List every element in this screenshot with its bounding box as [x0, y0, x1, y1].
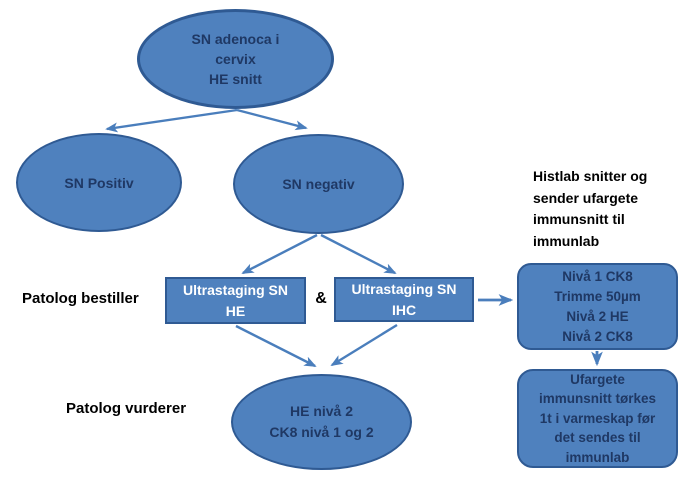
node-he-niva2: HE nivå 2 CK8 nivå 1 og 2 [231, 374, 412, 470]
node-text-line: det sendes til [554, 430, 641, 446]
note-line: sender ufargete [533, 189, 639, 206]
node-text-line: SN Positiv [64, 174, 134, 191]
node-text-line: HE nivå 2 [289, 403, 354, 419]
node-text-line: Ultrastaging SN [182, 281, 288, 298]
arrow-adenoca-to-positiv [105, 108, 238, 133]
node-text-line: immunlab [565, 449, 630, 465]
ampersand-connector-label: & [315, 290, 327, 307]
label-patolog-bestiller: Patolog bestiller [22, 290, 139, 307]
node-text-line: IHC [391, 301, 417, 318]
node-text-line: CK8 nivå 1 og 2 [269, 424, 374, 440]
arrow-adenoca-to-negativ [236, 108, 308, 131]
node-text-line: SN adenoca i [191, 31, 280, 47]
node-ultrastaging-he: Ultrastaging SN HE [165, 277, 306, 324]
node-niva-ck8: Nivå 1 CK8 Trimme 50µm Nivå 2 HE Nivå 2 … [517, 263, 678, 350]
node-ufargete: Ufargete immunsnitt tørkes 1t i varmeska… [517, 369, 678, 468]
node-text-line: Trimme 50µm [554, 288, 641, 304]
arrow-he-to-heniva2 [235, 324, 317, 368]
node-text-line: Ultrastaging SN [351, 280, 457, 297]
arrow-negativ-to-he [241, 233, 318, 275]
node-text-line: Ufargete [570, 371, 625, 387]
node-text-line: immunsnitt tørkes [538, 391, 657, 407]
node-text-line: Nivå 2 HE [566, 308, 629, 324]
node-sn-positiv: SN Positiv [16, 133, 182, 232]
arrow-negativ-to-ihc [320, 233, 397, 275]
node-text-line: HE [225, 302, 246, 319]
node-sn-adenoca: SN adenoca i cervix HE snitt [137, 9, 334, 109]
note-line: immunlab [533, 232, 600, 249]
note-line: Histlab snitter og [533, 168, 648, 184]
node-text-line: cervix [215, 51, 256, 67]
label-patolog-vurderer: Patolog vurderer [66, 400, 187, 417]
node-ultrastaging-ihc: Ultrastaging SN IHC [334, 277, 474, 322]
node-text-line: 1t i varmeskap før [539, 410, 656, 426]
note-histlab: Histlab snitter og sender ufargete immun… [533, 166, 685, 252]
note-line: immunsnitt til [533, 211, 625, 227]
node-text-line: SN negativ [282, 176, 355, 192]
node-sn-negativ: SN negativ [233, 134, 404, 234]
node-text-line: HE snitt [209, 71, 262, 87]
node-text-line: Nivå 2 CK8 [562, 328, 633, 344]
arrow-ihc-to-heniva2 [330, 323, 398, 367]
node-text-line: Nivå 1 CK8 [562, 268, 633, 284]
